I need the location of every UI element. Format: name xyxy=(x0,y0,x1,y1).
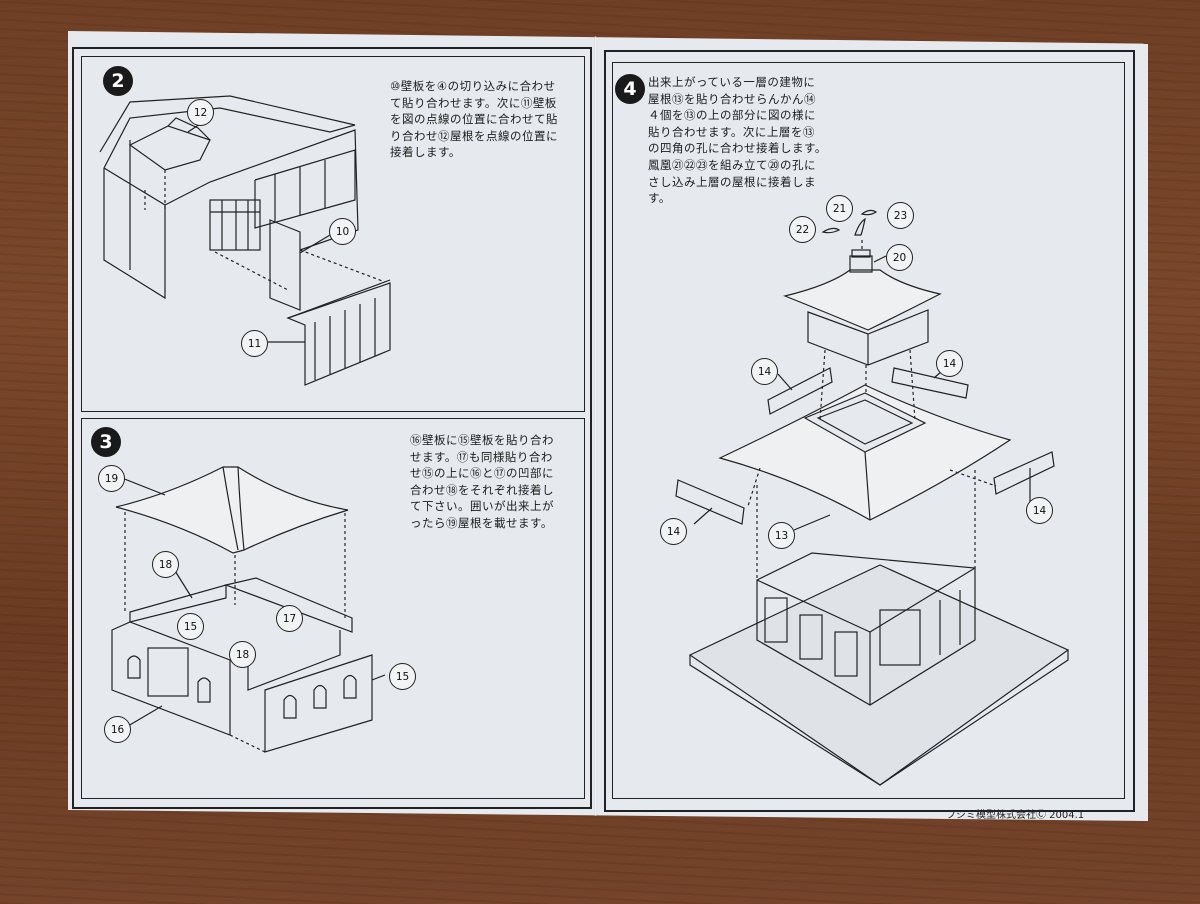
step-2-panel xyxy=(81,56,585,412)
part-callout-21: 21 xyxy=(826,195,853,222)
step-4-illustration xyxy=(675,209,1070,786)
part-callout-17: 17 xyxy=(276,605,303,632)
part-callout-14c: 14 xyxy=(660,518,687,545)
part-callout-18b: 18 xyxy=(229,641,256,668)
part-callout-20: 20 xyxy=(886,244,913,271)
step-3-illustration xyxy=(111,466,386,753)
part-callout-23: 23 xyxy=(887,202,914,229)
part-callout-16: 16 xyxy=(104,716,131,743)
right-page-frame xyxy=(604,50,1135,812)
part-callout-18: 18 xyxy=(152,551,179,578)
part-callout-15b: 15 xyxy=(389,663,416,690)
part-callout-11: 11 xyxy=(241,330,268,357)
part-callout-14d: 14 xyxy=(1026,497,1053,524)
step-4-panel xyxy=(612,62,1125,799)
part-callout-14a: 14 xyxy=(751,358,778,385)
part-callout-22: 22 xyxy=(789,216,816,243)
publisher-footer: フジミ模型株式会社Ⓒ 2004.1 xyxy=(946,810,1085,821)
step-4-instructions: 出来上がっている一層の建物に 屋根⑬を貼り合わせらんかん⑭ ４個を⑬の上の部分に… xyxy=(648,75,827,206)
part-callout-19: 19 xyxy=(98,465,125,492)
part-callout-15: 15 xyxy=(177,613,204,640)
step-3-number: 3 xyxy=(91,427,121,457)
part-callout-12: 12 xyxy=(187,99,214,126)
step-2-instructions: ⑩壁板を④の切り込みに合わせ て貼り合わせます。次に⑪壁板 を図の点線の位置に合… xyxy=(390,79,558,160)
step-4-number: 4 xyxy=(615,74,645,104)
part-callout-10: 10 xyxy=(329,218,356,245)
paper-fold xyxy=(594,36,597,816)
part-callout-14b: 14 xyxy=(936,350,963,377)
step-2-number: 2 xyxy=(103,66,133,96)
part-callout-13: 13 xyxy=(768,522,795,549)
step-3-instructions: ⑯壁板に⑮壁板を貼り合わ せます。⑰も同様貼り合わ せ⑮の上に⑯と⑰の凹部に 合… xyxy=(410,433,554,530)
left-page-frame xyxy=(72,47,592,809)
step-3-panel xyxy=(81,418,585,799)
